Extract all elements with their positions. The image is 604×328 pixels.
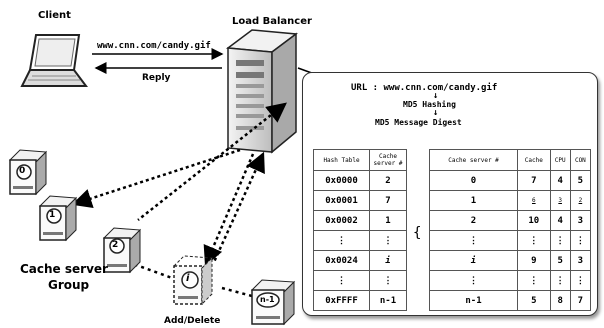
status-server-cell: ⋮ [428, 270, 519, 291]
load-balancer-label: Load Balancer [232, 16, 312, 27]
panel-step-md5-digest: MD5 Message Digest [375, 118, 462, 127]
server-label-0: 0 [19, 166, 26, 176]
cache-group-label-line2: Group [48, 278, 90, 292]
lb-from-server-1-link [137, 102, 287, 221]
server-label-i: i [186, 273, 190, 284]
table-row: ⋮ ⋮ ⋮ ⋮ [428, 230, 592, 251]
cpu-cell: 8 [549, 290, 571, 311]
table-row: 0x0002 1 [313, 210, 407, 231]
server-number: 2 [369, 170, 407, 191]
server-status-table: Cache server # Cache CPU CON 0 7 4 5 1 6… [428, 149, 592, 311]
table-row: 2 10 4 3 [428, 210, 592, 231]
cache-server-0-icon [8, 149, 48, 196]
brace-connector-icon: { [413, 225, 422, 241]
status-server-cell: 1 [428, 190, 519, 211]
status-server-number-header: Cache server # [428, 149, 519, 171]
cache-cell: ⋮ [517, 230, 551, 251]
server-i-to-n-link [221, 286, 253, 298]
cpu-cell: 4 [549, 210, 571, 231]
cpu-cell: ⋮ [549, 270, 571, 291]
cache-cell: 5 [517, 290, 551, 311]
hash-key: 0x0002 [313, 210, 370, 231]
con-cell: ⋮ [569, 230, 592, 251]
server-number: 1 [369, 210, 407, 231]
server-number: i [369, 250, 407, 271]
server-label-2: 2 [112, 240, 119, 250]
table-row: ⋮ ⋮ [313, 230, 407, 251]
cache-cell: 7 [517, 170, 551, 191]
con-cell: ⋮ [569, 270, 592, 291]
panel-arrow-1: ↓ [433, 91, 439, 101]
table-row: i 9 5 3 [428, 250, 592, 271]
cache-cell: 9 [517, 250, 551, 271]
panel-arrow-2: ↓ [433, 108, 439, 118]
con-cell: 7 [569, 290, 592, 311]
table-row: 0 7 4 5 [428, 170, 592, 191]
client-label: Client [38, 10, 71, 21]
con-cell: 3 [569, 210, 592, 231]
hash-key: 0x0024 [313, 250, 370, 271]
table-row: 1 6 3 2 [428, 190, 592, 211]
server-number: ⋮ [369, 270, 407, 291]
hash-key: 0x0000 [313, 170, 370, 191]
cache-server-2-icon [102, 227, 142, 274]
con-cell: 2 [569, 190, 592, 211]
table-row: 0x0024 i [313, 250, 407, 271]
status-server-cell: 2 [428, 210, 519, 231]
lb-to-server-i-link-a [203, 153, 255, 267]
cache-server-number-header: Cache server # [369, 149, 407, 171]
cache-server-n-1-icon [250, 279, 296, 326]
table-row: 0xFFFF n-1 [313, 290, 407, 311]
status-server-cell: n-1 [428, 290, 519, 311]
cache-cell: 10 [517, 210, 551, 231]
hash-table-header: Hash Table [313, 149, 370, 171]
cpu-cell: 4 [549, 170, 571, 191]
request-url-label: www.cnn.com/candy.gif [97, 41, 211, 51]
server-label-1: 1 [49, 210, 56, 220]
hash-key: 0xFFFF [313, 290, 370, 311]
table-row: ⋮ ⋮ [313, 270, 407, 291]
server-number: ⋮ [369, 230, 407, 251]
hash-key: ⋮ [313, 270, 370, 291]
hash-key: 0x0001 [313, 190, 370, 211]
lb-to-server-i-link-b [212, 151, 265, 263]
status-server-cell: 0 [428, 170, 519, 191]
client-laptop-icon [20, 34, 88, 87]
cpu-header: CPU [549, 149, 571, 171]
cache-server-1-icon [38, 195, 78, 242]
table-row: ⋮ ⋮ ⋮ ⋮ [428, 270, 592, 291]
load-balancer-server-icon [225, 29, 299, 154]
status-server-cell: ⋮ [428, 230, 519, 251]
status-server-cell: i [428, 250, 519, 271]
cpu-cell: 5 [549, 250, 571, 271]
hashing-detail-panel: URL : www.cnn.com/candy.gif ↓ MD5 Hashin… [302, 72, 598, 316]
cpu-cell: 3 [549, 190, 571, 211]
con-header: CON [569, 149, 592, 171]
server-number: n-1 [369, 290, 407, 311]
table-row: 0x0001 7 [313, 190, 407, 211]
add-delete-label: Add/Delete [164, 316, 221, 326]
hash-key: ⋮ [313, 230, 370, 251]
cache-group-label-line1: Cache server [20, 262, 108, 276]
cache-header: Cache [517, 149, 551, 171]
con-cell: 5 [569, 170, 592, 191]
cache-cell: 6 [517, 190, 551, 211]
cache-cell: ⋮ [517, 270, 551, 291]
lb-to-server-1-link [71, 148, 241, 209]
server-label-n-1: n-1 [260, 295, 275, 304]
panel-url-line: URL : www.cnn.com/candy.gif [351, 83, 498, 93]
table-row: n-1 5 8 7 [428, 290, 592, 311]
server-number: 7 [369, 190, 407, 211]
table-row: 0x0000 2 [313, 170, 407, 191]
reply-label: Reply [142, 73, 171, 83]
hash-table: Hash Table Cache server # 0x0000 2 0x000… [313, 149, 407, 311]
panel-step-md5-hashing: MD5 Hashing [403, 100, 456, 109]
cache-server-i-icon [172, 255, 214, 306]
con-cell: 3 [569, 250, 592, 271]
cpu-cell: ⋮ [549, 230, 571, 251]
